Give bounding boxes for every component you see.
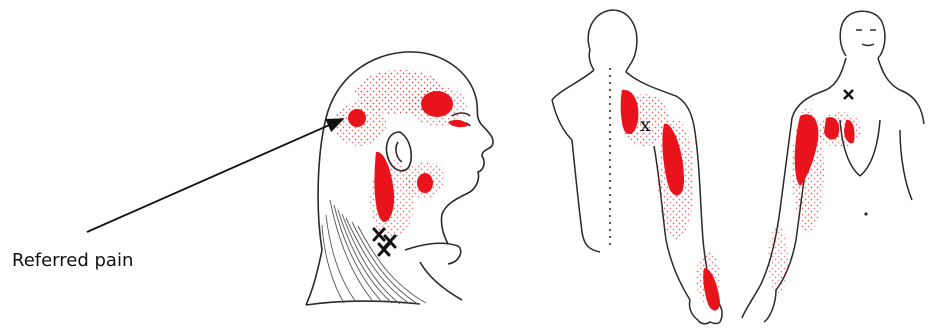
front-trigger-cross [844, 90, 853, 99]
navel [864, 212, 867, 215]
front-pain-zones [768, 108, 862, 294]
back-head [588, 10, 637, 72]
back-pain-zones [621, 90, 720, 311]
shoulder-outline [306, 250, 322, 305]
back-trigger-point-mark: x [640, 114, 651, 136]
back-torso [552, 70, 594, 100]
front-head [840, 11, 885, 58]
front-hand [742, 286, 776, 322]
referred-pain-arrow [87, 119, 343, 232]
head-pain-zones [334, 70, 468, 240]
referred-pain-label: Referred pain [12, 250, 133, 271]
